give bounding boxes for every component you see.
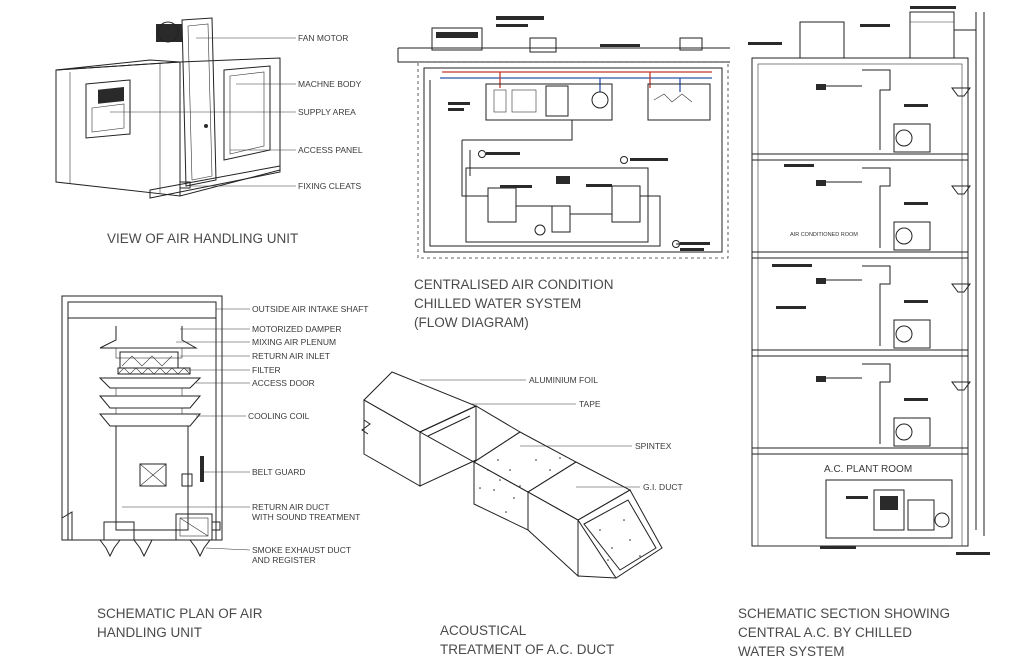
label-tape: TAPE bbox=[579, 399, 601, 409]
caption-section-line-2: CENTRAL A.C. BY CHILLED bbox=[738, 625, 912, 640]
label-supply-area: SUPPLY AREA bbox=[298, 107, 356, 117]
label-motorized-damper: MOTORIZED DAMPER bbox=[252, 324, 342, 334]
caption-duct-line-2: TREATMENT OF A.C. DUCT bbox=[440, 642, 614, 657]
label-mixing-air-plenum: MIXING AIR PLENUM bbox=[252, 337, 336, 347]
caption-plan-line-1: SCHEMATIC PLAN OF AIR bbox=[97, 606, 263, 621]
caption-duct-line-1: ACOUSTICAL bbox=[440, 623, 527, 638]
acoustical-duct-drawing bbox=[361, 371, 663, 579]
label-access-door: ACCESS DOOR bbox=[252, 378, 315, 388]
label-gi-duct: G.I. DUCT bbox=[643, 482, 683, 492]
ahu-schematic-plan bbox=[61, 295, 251, 558]
caption-section-line-3: WATER SYSTEM bbox=[738, 644, 845, 659]
label-filter: FILTER bbox=[252, 365, 281, 375]
label-ac-plant-room: A.C. PLANT ROOM bbox=[824, 464, 912, 475]
caption-ahu-view: VIEW OF AIR HANDLING UNIT bbox=[107, 231, 298, 246]
label-belt-guard: BELT GUARD bbox=[252, 467, 306, 477]
label-return-air-duct: RETURN AIR DUCT bbox=[252, 502, 329, 512]
label-spintex: SPINTEX bbox=[635, 441, 672, 451]
chilled-water-flow-diagram bbox=[397, 16, 730, 259]
caption-flow-line-1: CENTRALISED AIR CONDITION bbox=[414, 277, 614, 292]
label-smoke-exhaust-duct: SMOKE EXHAUST DUCT bbox=[252, 545, 351, 555]
ahu-isometric-view bbox=[55, 17, 296, 199]
label-fixing-cleats: FIXING CLEATS bbox=[298, 181, 361, 191]
label-aluminium-foil: ALUMINIUM FOIL bbox=[529, 375, 598, 385]
caption-section-line-1: SCHEMATIC SECTION SHOWING bbox=[738, 606, 950, 621]
label-and-register: AND REGISTER bbox=[252, 555, 316, 565]
caption-plan-line-2: HANDLING UNIT bbox=[97, 625, 202, 640]
label-outside-air-intake-shaft: OUTSIDE AIR INTAKE SHAFT bbox=[252, 304, 369, 314]
caption-flow-line-2: CHILLED WATER SYSTEM bbox=[414, 296, 581, 311]
label-air-conditioned-room: AIR CONDITIONED ROOM bbox=[790, 232, 858, 238]
building-section bbox=[748, 6, 990, 555]
label-fan-motor: FAN MOTOR bbox=[298, 33, 348, 43]
label-access-panel: ACCESS PANEL bbox=[298, 145, 363, 155]
label-machine-body: MACHNE BODY bbox=[298, 79, 362, 89]
caption-flow-line-3: (FLOW DIAGRAM) bbox=[414, 315, 529, 330]
label-sound-treatment: WITH SOUND TREATMENT bbox=[252, 512, 360, 522]
label-cooling-coil: COOLING COIL bbox=[248, 411, 310, 421]
label-return-air-inlet: RETURN AIR INLET bbox=[252, 351, 330, 361]
